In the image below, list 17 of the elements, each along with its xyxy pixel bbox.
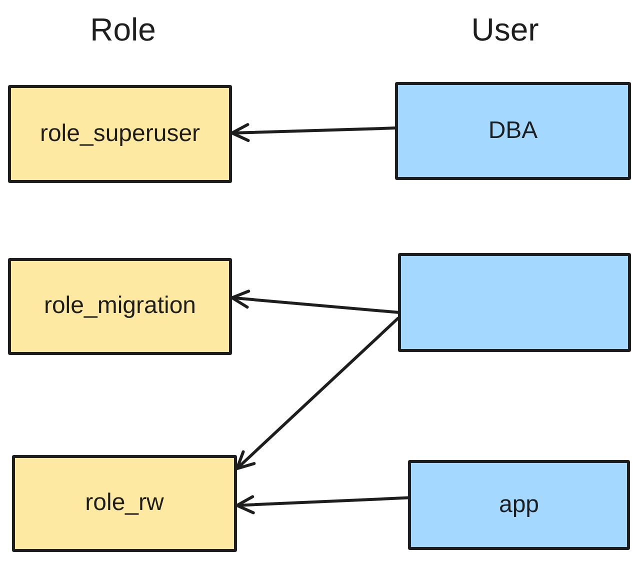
process-box	[8, 258, 232, 355]
arrow	[236, 495, 410, 514]
arrow	[230, 290, 400, 314]
arrow	[230, 123, 396, 142]
box-label: app	[498, 490, 540, 520]
box-label: role_migration	[44, 292, 196, 321]
box-label: role_rw	[85, 489, 164, 518]
empty-box	[398, 253, 631, 352]
box-label: role_superuser	[40, 120, 200, 148]
column-heading: Role	[90, 12, 156, 48]
column-heading: User	[471, 12, 539, 48]
process-box	[395, 82, 631, 180]
process-box	[12, 455, 237, 552]
arrow	[236, 316, 400, 470]
process-box	[8, 85, 232, 183]
process-box	[408, 460, 630, 550]
box-label: DBA	[488, 116, 538, 146]
